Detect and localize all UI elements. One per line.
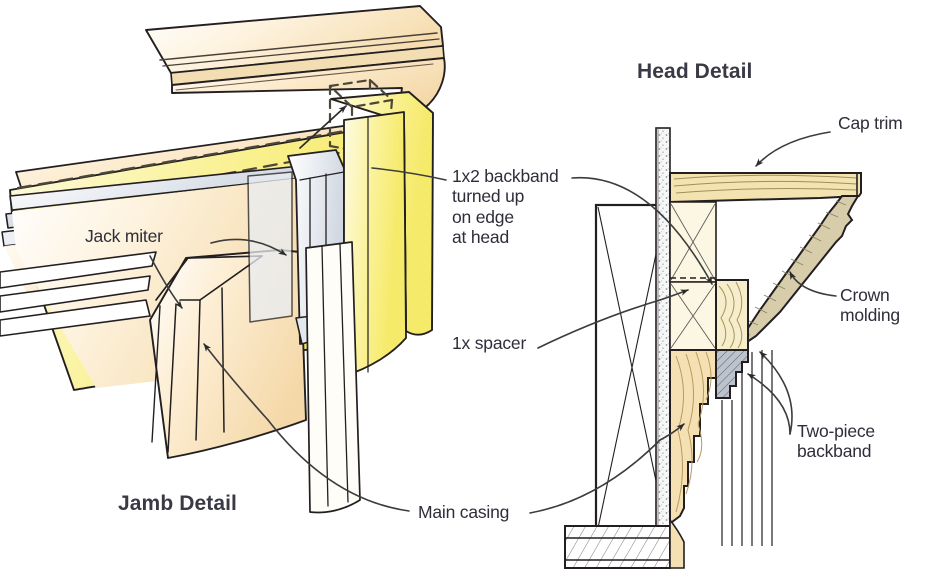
iso-casing-stile-line-b <box>339 243 349 503</box>
section-crown-molding <box>731 195 860 357</box>
label-two-piece-backband: Two-piece backband <box>797 421 875 462</box>
iso-leg-line-3 <box>167 303 177 453</box>
leader-main-casing-left-a <box>267 419 410 512</box>
title-head-detail: Head Detail <box>637 60 753 83</box>
leader-backband-left-tail <box>371 167 447 181</box>
iso-leg-line-2 <box>221 287 225 433</box>
iso-miter-arrow <box>299 105 347 149</box>
iso-return-band-1 <box>0 251 157 289</box>
section-two-piece-backband <box>715 349 749 399</box>
cap-grain-2 <box>673 180 858 187</box>
leader-lines <box>149 131 837 514</box>
title-jamb-detail: Jamb Detail <box>118 492 237 515</box>
section-casing-foot <box>669 517 685 569</box>
iso-casing-stile-line-a <box>321 245 329 507</box>
label-1x2-backband-note: 1x2 backband turned up on edge at head <box>452 166 559 247</box>
label-jack-miter: Jack miter <box>85 226 163 246</box>
leader-two-piece-backband-upper <box>759 351 793 435</box>
section-sill-block <box>564 525 671 569</box>
cap-grain-1 <box>673 174 858 180</box>
jamb-detail-illustration <box>0 5 446 514</box>
iso-leg-line-1 <box>195 299 201 441</box>
leader-main-casing-right-b <box>659 423 685 441</box>
label-1x-spacer: 1x spacer <box>452 333 527 353</box>
label-main-casing: Main casing <box>418 502 510 522</box>
section-spacer-x <box>670 203 716 281</box>
iso-jamb-gray-line-a <box>299 171 345 181</box>
iso-head-face <box>12 178 302 388</box>
leader-main-casing-right-a <box>529 439 661 514</box>
leader-cap-trim <box>755 131 831 167</box>
iso-dashed-backband-top <box>16 119 404 190</box>
leader-two-piece-backband-lower <box>747 373 791 435</box>
head-detail-section <box>564 127 862 569</box>
label-cap-trim: Cap trim <box>838 113 903 133</box>
iso-return-band-3 <box>0 299 151 337</box>
leader-spacer-tail <box>537 299 661 349</box>
section-main-casing <box>669 349 717 523</box>
leader-jack-miter-lower <box>149 255 183 309</box>
section-vertical-reveals <box>721 350 773 546</box>
backband-grain-2 <box>726 283 735 349</box>
leader-crown-molding <box>789 271 837 297</box>
label-crown-molding: Crown molding <box>840 285 900 326</box>
iso-crown-line <box>175 63 434 91</box>
crown-grain <box>740 200 847 336</box>
backband-grain-1 <box>718 285 727 347</box>
leader-backband-right <box>571 176 713 285</box>
leader-spacer-arrow <box>659 289 689 301</box>
section-blocking-x <box>670 283 716 349</box>
leader-jack-miter-upper <box>210 238 287 256</box>
iso-leg-line-4 <box>151 305 161 443</box>
iso-return-band-2 <box>0 275 151 313</box>
cap-grain-3 <box>675 188 857 194</box>
iso-casing-stile-white <box>305 241 361 514</box>
iso-cap-line-a <box>159 32 438 61</box>
section-stud-x-bracing <box>597 206 667 529</box>
iso-cap-line-b <box>162 38 440 67</box>
leader-main-casing-left-b <box>203 343 269 421</box>
backband-grain-3 <box>735 281 743 349</box>
iso-miter-edge-diag <box>155 257 189 301</box>
